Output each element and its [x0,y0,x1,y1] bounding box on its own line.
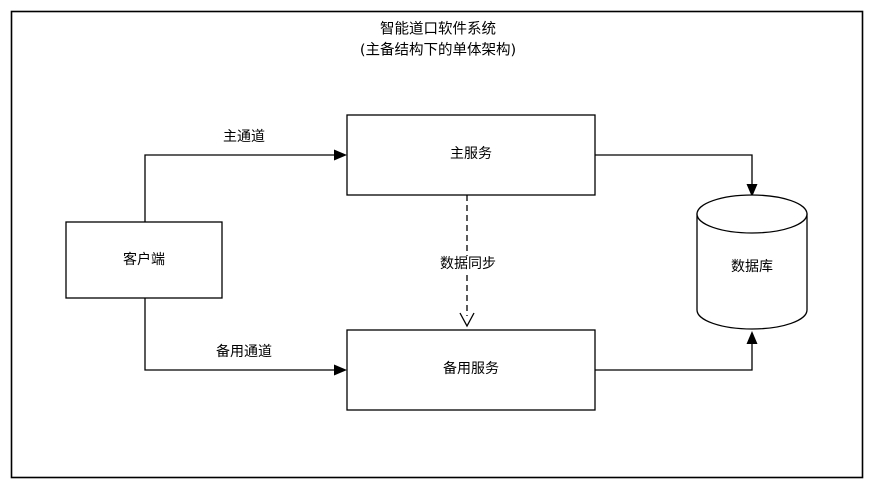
node-client-shape[interactable] [65,221,223,299]
cylinder-top-ellipse [696,194,808,234]
edge-backup-to-db-arrowhead [746,331,758,344]
edge-primary-to-db [595,154,758,197]
edge-client-to-primary-arrowhead [334,149,347,161]
edge-primary-to-backup [459,195,475,328]
edge-primary-to-db-arrowhead [746,184,758,197]
node-backup-shape[interactable] [346,329,596,411]
edge-primary-to-db-line [595,154,753,188]
edge-client-to-backup-arrowhead [334,364,347,376]
edge-backup-to-db-line [595,340,753,371]
diagram-frame [10,10,864,479]
edge-primary-to-backup-arrowhead [459,312,475,328]
node-primary-shape[interactable] [346,114,596,196]
cylinder-body [696,213,808,330]
node-database-shape[interactable] [696,194,808,330]
edge-backup-to-db [595,331,758,371]
